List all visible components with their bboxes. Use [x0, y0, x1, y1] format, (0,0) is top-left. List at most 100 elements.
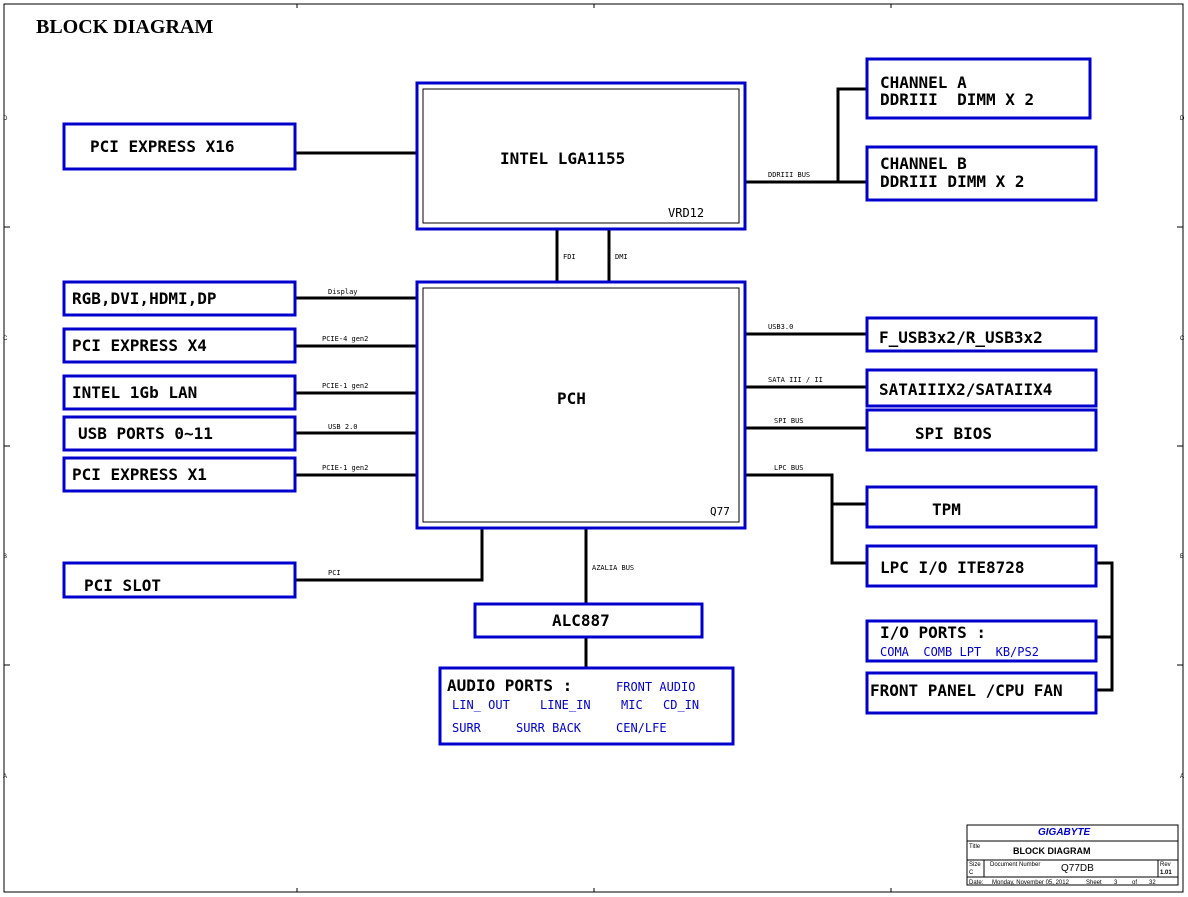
- audio-cd-in: CD_IN: [663, 698, 699, 712]
- ddr-bus-label: DDRIII BUS: [768, 171, 810, 179]
- pch-block: PCH Q77: [415, 280, 747, 530]
- left-peripherals: [62, 122, 297, 599]
- pci-line: [295, 528, 484, 582]
- channel-a-label-1: CHANNEL A: [880, 73, 967, 92]
- display-out-box: [62, 280, 297, 317]
- audio-cen-lfe: CEN/LFE: [616, 721, 667, 735]
- lpc-io-box: [865, 544, 1098, 588]
- lpc-line: [746, 473, 867, 565]
- usb-ports-box: [62, 415, 297, 452]
- spi-bios-box: [865, 408, 1098, 452]
- date-caption: Date:: [969, 880, 984, 886]
- frame-zone-letters: D C B A D C B A: [3, 116, 1185, 780]
- spi-bus-label: SPI BUS: [774, 417, 804, 425]
- io-ports-label: I/O PORTS :: [880, 623, 986, 642]
- title-caption: Title: [969, 844, 981, 850]
- page-title: BLOCK DIAGRAM: [36, 16, 213, 38]
- display-out-label: RGB,DVI,HDMI,DP: [72, 289, 217, 308]
- io-ports-list: COMA COMB LPT KB/PS2: [880, 645, 1039, 659]
- channel-b-box: [865, 145, 1098, 202]
- sheet-total: 32: [1149, 880, 1156, 886]
- rev-caption: Rev: [1160, 862, 1171, 868]
- zone-letter-d: D: [3, 116, 8, 122]
- zone-letter-d-right: D: [1180, 116, 1185, 122]
- audio-surr-back: SURR BACK: [516, 721, 582, 735]
- docnum-caption: Document Number: [990, 862, 1040, 868]
- pci-slot-box: [62, 561, 297, 599]
- front-audio-label: FRONT AUDIO: [616, 680, 695, 694]
- sheet-caption: Sheet: [1086, 880, 1102, 886]
- lan-box: [62, 374, 297, 411]
- cpu-block: INTEL LGA1155 VRD12: [415, 81, 747, 231]
- title-block-title: BLOCK DIAGRAM: [1013, 846, 1091, 856]
- pcie-x16-box: [62, 122, 297, 171]
- bus-labels: DDRIII BUS FDI DMI Display PCIE-4 gen2 P…: [322, 171, 823, 577]
- sheet-value: 3: [1114, 880, 1118, 886]
- audio-surr: SURR: [452, 721, 482, 735]
- zone-letter-a-right: A: [1180, 774, 1184, 780]
- front-panel-label: FRONT PANEL /CPU FAN: [870, 681, 1063, 700]
- frame-zone-ticks: [4, 4, 1183, 892]
- tpm-label: TPM: [932, 500, 961, 519]
- lpc-io-label: LPC I/O ITE8728: [880, 558, 1025, 577]
- pcie-x4-label: PCI EXPRESS X4: [72, 336, 207, 355]
- azalia-bus-label: AZALIA BUS: [592, 564, 634, 572]
- rev-value: 1.01: [1160, 870, 1172, 876]
- pci-slot-label: PCI SLOT: [84, 576, 161, 595]
- zone-letter-a: A: [3, 774, 7, 780]
- io-ports-box: [865, 619, 1098, 663]
- docnum-value: Q77DB: [1061, 863, 1094, 874]
- sio-line: [1097, 561, 1114, 692]
- usb-ports-label: USB PORTS 0~11: [78, 424, 213, 443]
- usb3-bus-label: USB3.0: [768, 323, 793, 331]
- sata-bus-label: SATA III / II: [768, 376, 823, 384]
- pcie-x4-box: [62, 327, 297, 364]
- pci-bus-label: PCI: [328, 569, 341, 577]
- pcie-x16-label: PCI EXPRESS X16: [90, 137, 235, 156]
- lan-label: INTEL 1Gb LAN: [72, 383, 197, 402]
- zone-letter-b: B: [3, 554, 7, 560]
- channel-a-box: [865, 57, 1092, 120]
- sata-label: SATAIIIX2/SATAIIX4: [879, 380, 1052, 399]
- pcie1-bus-label-b: PCIE-1 gen2: [322, 464, 368, 472]
- size-caption: Size: [969, 862, 981, 868]
- codec-box: [473, 602, 704, 639]
- ddr-line-a: [746, 87, 867, 184]
- right-peripherals: [865, 57, 1098, 715]
- channel-b-label-1: CHANNEL B: [880, 154, 967, 173]
- pch-model-note: Q77: [710, 505, 730, 518]
- lpc-bus-label: LPC BUS: [774, 464, 804, 472]
- audio-ports-box: [438, 666, 735, 746]
- audio-blocks: [438, 602, 735, 746]
- date-value: Monday, November 05, 2012: [992, 880, 1070, 886]
- front-panel-box: [865, 671, 1098, 715]
- cpu-vr-note: VRD12: [668, 206, 704, 220]
- channel-a-label-2: DDRIII DIMM X 2: [880, 90, 1034, 109]
- audio-line-in: LINE_IN: [540, 698, 591, 712]
- tpm-box: [865, 485, 1098, 529]
- pcie1-bus-label-a: PCIE-1 gen2: [322, 382, 368, 390]
- codec-label: ALC887: [552, 611, 610, 630]
- audio-mic: MIC: [621, 698, 643, 712]
- channel-b-label-2: DDRIII DIMM X 2: [880, 172, 1025, 191]
- pch-label: PCH: [557, 389, 586, 408]
- fdi-bus-label: FDI: [563, 253, 576, 261]
- company-name: GIGABYTE: [1038, 827, 1091, 838]
- dmi-bus-label: DMI: [615, 253, 628, 261]
- usb2-bus-label: USB 2.0: [328, 423, 358, 431]
- audio-ports-title: AUDIO PORTS :: [447, 676, 572, 695]
- usb3-label: F_USB3x2/R_USB3x2: [879, 328, 1043, 347]
- title-block: GIGABYTE Title BLOCK DIAGRAM Size C Docu…: [966, 824, 1179, 886]
- zone-letter-b-right: B: [1180, 554, 1184, 560]
- sata-box: [865, 368, 1098, 408]
- usb3-box: [865, 316, 1098, 353]
- of-caption: of: [1132, 880, 1137, 886]
- display-bus-label: Display: [328, 288, 358, 296]
- bus-lines: [295, 87, 1114, 692]
- pcie-x1-label: PCI EXPRESS X1: [72, 465, 207, 484]
- zone-letter-c-right: C: [1180, 336, 1185, 342]
- zone-letter-c: C: [3, 336, 8, 342]
- audio-line-out: LIN_ OUT: [452, 698, 510, 712]
- pcie4-bus-label: PCIE-4 gen2: [322, 335, 368, 343]
